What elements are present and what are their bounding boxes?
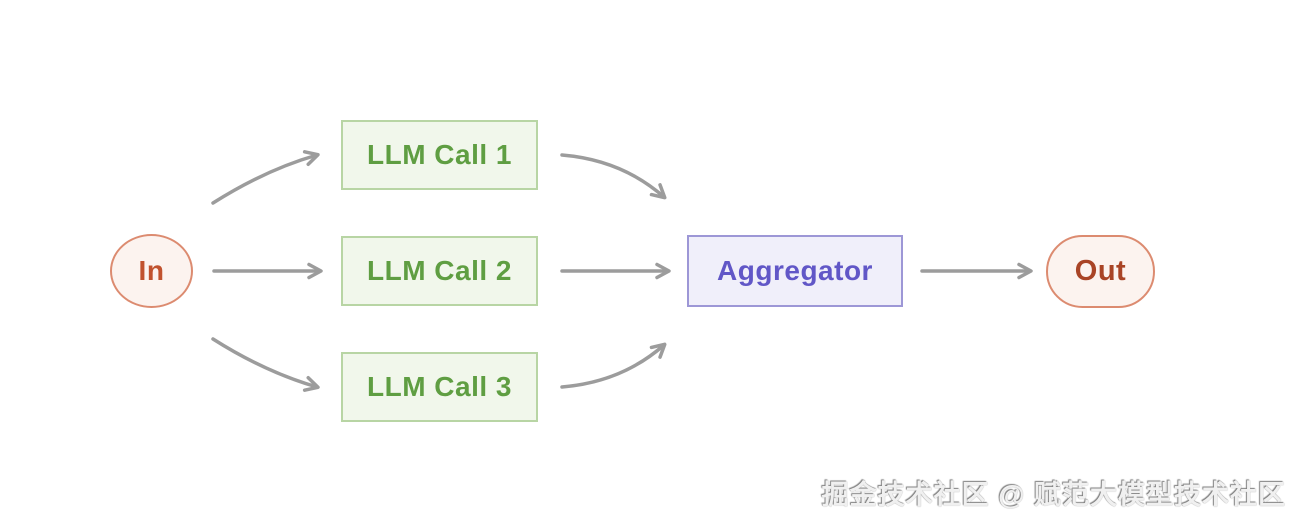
node-llm-call-2: LLM Call 2 <box>341 236 538 306</box>
arrow-in-to-llm-call-3 <box>211 337 320 392</box>
node-aggregator-label: Aggregator <box>717 255 873 286</box>
node-out-label: Out <box>1074 255 1127 287</box>
arrow-in-to-llm-call-1 <box>211 150 320 205</box>
node-llm-call-3: LLM Call 3 <box>341 352 538 422</box>
node-llm-call-3-label: LLM Call 3 <box>366 371 512 402</box>
node-llm-call-1-label: LLM Call 1 <box>366 139 512 170</box>
watermark: 掘金技术社区 @ 赋范大模型技术社区 <box>821 480 1286 510</box>
node-in-label: In <box>138 255 165 286</box>
node-llm-call-1: LLM Call 1 <box>341 120 538 190</box>
arrow-llm-call-3-to-aggregator <box>560 342 667 389</box>
arrow-llm-call-1-to-aggregator <box>560 153 667 200</box>
node-aggregator: Aggregator <box>687 235 903 307</box>
node-llm-call-2-label: LLM Call 2 <box>366 255 512 286</box>
node-out: Out <box>1046 235 1155 308</box>
node-in: In <box>110 234 193 308</box>
